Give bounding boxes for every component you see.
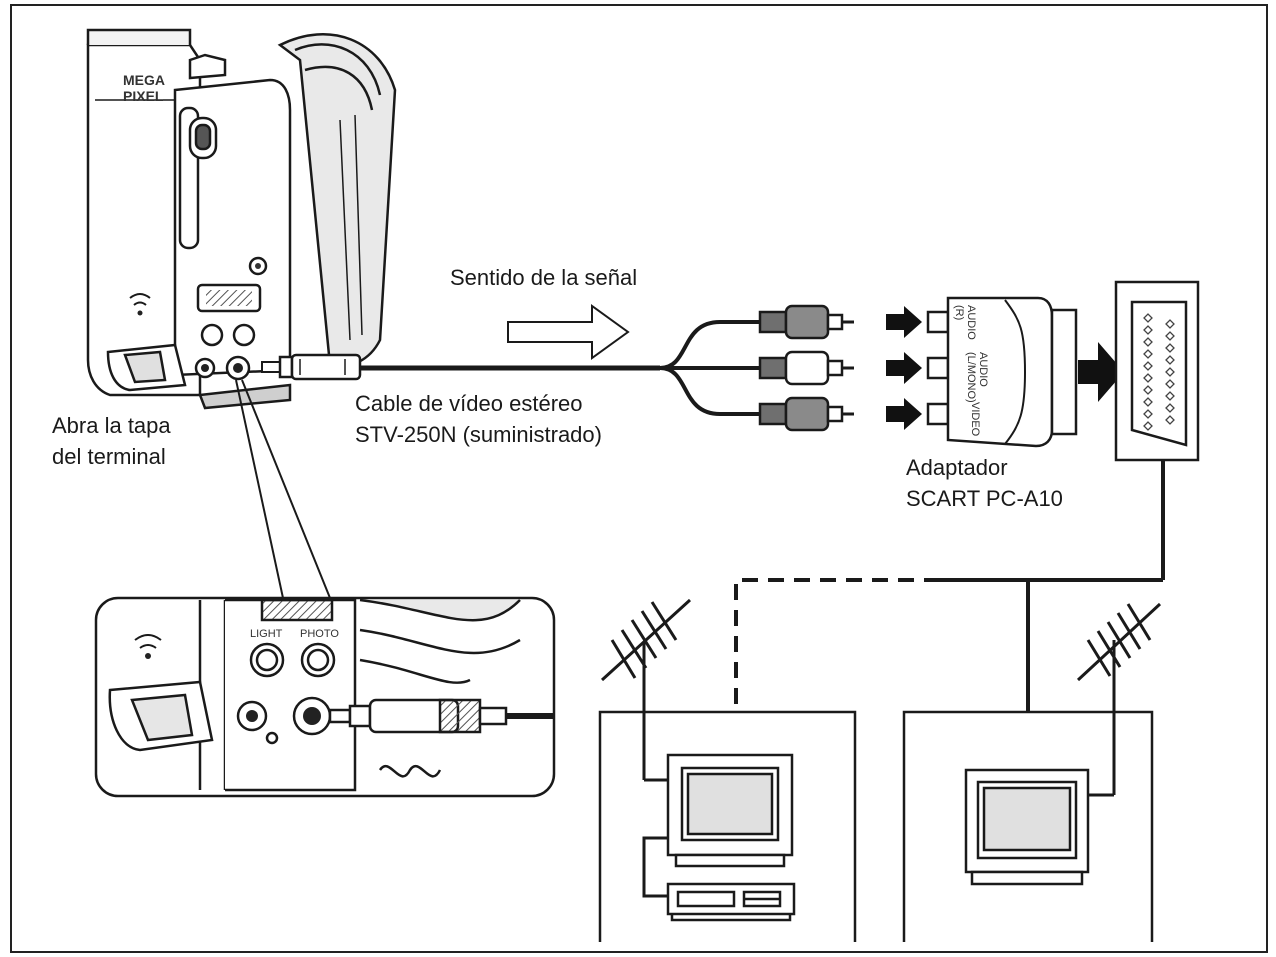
mega-badge-line1: MEGA [123,72,165,88]
outer-frame [10,4,1268,953]
scart-pin [1143,421,1153,431]
cable-label: Cable de vídeo estéreo STV-250N (suminis… [355,391,602,447]
antenna-right [1076,602,1162,797]
antenna-left [600,598,692,782]
svg-text:VIDEO: VIDEO [969,402,981,437]
svg-text:AUDIO: AUDIO [977,352,989,387]
terminal-detail-view: LIGHT PHOTO [94,596,556,798]
scart-pin [1165,319,1175,329]
adapter-label: Adaptador SCART PC-A10 [906,455,1063,511]
arrow-into-audio-r [886,306,922,338]
photo-button-label: PHOTO [300,628,339,640]
light-button-label: LIGHT [250,628,283,640]
scart-pin [1143,361,1153,371]
stereo-av-cable [261,320,760,416]
scart-adapter [926,296,1078,448]
scart-pin [1143,337,1153,347]
scart-socket-pins [1143,313,1175,431]
rca-plug-video [758,396,854,432]
svg-text:(R): (R) [953,305,965,320]
arrow-into-scart-socket [1078,342,1124,402]
scart-pin [1143,397,1153,407]
adapter-port-labels: AUDIO (R) AUDIO (L/MONO) VIDEO [953,305,989,437]
scart-socket [1114,280,1200,462]
scart-pin [1165,355,1175,365]
arrow-into-video [886,398,922,430]
mega-badge-line2: PIXEL [123,88,164,104]
camcorder [86,28,397,410]
tv-with-recorder [598,598,857,942]
svg-text:AUDIO: AUDIO [965,305,977,340]
scart-pin [1165,415,1175,425]
svg-text:(L/MONO): (L/MONO) [965,352,977,403]
scart-pin [1143,373,1153,383]
signal-direction-label: Sentido de la señal [450,265,638,290]
callout-line-left [235,379,284,599]
open-cover-label: Abra la tapa del terminal [52,413,171,469]
dashed-connection [734,578,940,712]
scart-pin [1165,403,1175,413]
scart-pin [1165,391,1175,401]
arrow-into-audio-l [886,352,922,384]
scart-pin [1143,409,1153,419]
tv-right [902,602,1162,942]
scart-pin [1165,367,1175,377]
rca-plug-audio-r [758,304,854,340]
scart-pin [1143,313,1153,323]
scart-pin [1143,385,1153,395]
scart-pin [1143,349,1153,359]
scart-pin [1165,331,1175,341]
signal-direction-arrow [507,304,630,360]
scart-pin [1165,379,1175,389]
connection-lines [940,460,1165,712]
scart-pin [1143,325,1153,335]
scart-pin [1165,343,1175,353]
rca-plug-audio-l [758,350,854,386]
callout-line-right [241,379,331,599]
